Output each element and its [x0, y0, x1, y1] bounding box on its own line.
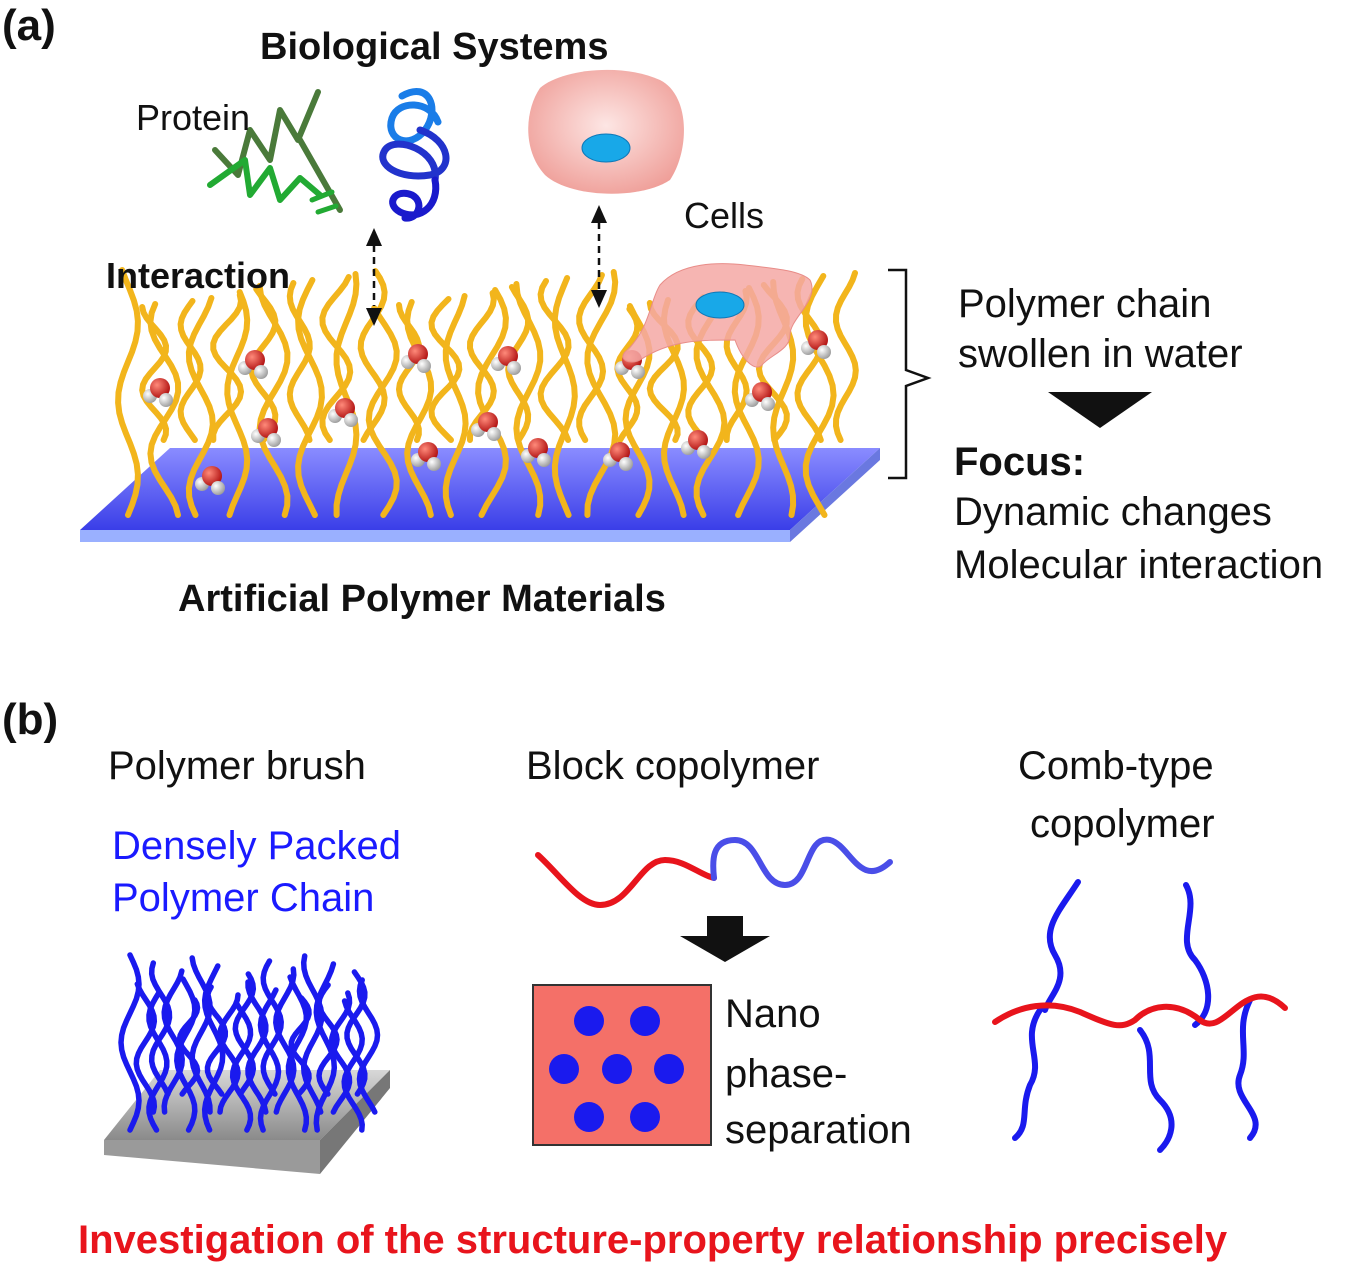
- water-molecule-icon: [401, 344, 431, 373]
- nano-phase-box: [532, 984, 712, 1146]
- polymer-chain: [584, 269, 619, 518]
- focus-item-1: Dynamic changes: [954, 490, 1272, 534]
- brush-subtitle-1: Densely Packed: [112, 824, 402, 868]
- water-molecule-icon: [745, 382, 775, 411]
- polymer-chain: [185, 295, 216, 518]
- brush-title: Polymer brush: [108, 744, 366, 788]
- polymer-chain: [442, 293, 469, 518]
- nano-text-2: phase-: [725, 1052, 848, 1096]
- cells-label: Cells: [684, 195, 765, 236]
- focus-item-2: Molecular interaction: [954, 543, 1324, 587]
- water-molecule-icon: [521, 438, 551, 467]
- interaction-arrow-cell: [591, 205, 607, 308]
- brush-chain: [260, 958, 284, 1097]
- polymer-chain: [551, 275, 578, 518]
- down-arrow-icon: [680, 916, 770, 962]
- polymer-chain: [139, 304, 170, 443]
- brush-chain: [201, 963, 226, 1133]
- water-molecule-icon: [143, 378, 173, 407]
- brush-chain: [189, 955, 213, 1115]
- panel-b-label: (b): [2, 695, 59, 744]
- side-text-1: Polymer chain: [958, 282, 1212, 326]
- protein-green-icon: [207, 89, 343, 215]
- polymer-chain: [286, 280, 313, 443]
- bracket-icon: [888, 268, 932, 480]
- polymer-brush-chains: [118, 952, 381, 1133]
- interaction-label: Interaction: [106, 255, 291, 296]
- side-text-2: swollen in water: [958, 332, 1243, 376]
- polymer-chain: [513, 281, 544, 518]
- polymer-chain: [224, 289, 251, 518]
- focus-heading: Focus:: [954, 440, 1086, 484]
- brush-chain: [285, 974, 310, 1133]
- polymer-chain: [365, 305, 400, 518]
- interaction-arrow-protein: [366, 228, 382, 326]
- polymer-chain: [177, 298, 204, 443]
- brush-chain: [174, 976, 198, 1133]
- comb-copolymer-chains: [992, 879, 1288, 1153]
- brush-chain: [288, 995, 312, 1097]
- footer-conclusion: Investigation of the structure-property …: [78, 1218, 1228, 1262]
- brush-chain: [217, 992, 241, 1115]
- artificial-materials-label: Artificial Polymer Materials: [178, 578, 666, 620]
- polymer-chain: [333, 271, 360, 518]
- polymer-chain: [428, 296, 463, 443]
- brush-chain: [161, 968, 185, 1115]
- block-copolymer-title: Block copolymer: [526, 744, 820, 788]
- water-molecules: [143, 330, 831, 495]
- brush-chain: [146, 989, 170, 1133]
- polymer-chain: [319, 274, 354, 443]
- water-molecule-icon: [328, 398, 358, 427]
- water-molecule-icon: [471, 412, 501, 441]
- floating-cell-icon: [528, 69, 684, 194]
- water-molecule-icon: [195, 466, 225, 495]
- brush-chain: [300, 953, 325, 1115]
- adherent-cell-icon: [622, 263, 813, 368]
- polymer-chain: [210, 292, 245, 443]
- polymer-chain: [256, 283, 291, 518]
- water-molecule-icon: [251, 418, 281, 447]
- brush-chain: [356, 977, 381, 1115]
- polymer-chain: [357, 268, 388, 443]
- nano-text-1: Nano: [725, 992, 821, 1036]
- water-molecule-icon: [603, 442, 633, 471]
- polymer-chain: [147, 301, 182, 518]
- brush-chain: [257, 987, 282, 1133]
- swollen-polymer-chains: [115, 267, 859, 518]
- brush-chain: [118, 952, 142, 1133]
- polymer-chain: [614, 306, 641, 443]
- brush-chain: [341, 998, 365, 1133]
- brush-chain: [245, 979, 269, 1115]
- block-copolymer-chain: [535, 836, 893, 909]
- polymer-chain: [475, 287, 509, 518]
- brush-chain: [344, 969, 368, 1097]
- polymer-chain: [576, 272, 607, 443]
- polymer-chain: [537, 278, 572, 443]
- panel-a-label: (a): [2, 1, 56, 50]
- water-molecule-icon: [238, 350, 268, 379]
- polymer-chain: [832, 270, 859, 443]
- biological-systems-title: Biological Systems: [260, 26, 609, 68]
- water-molecule-icon: [411, 442, 441, 471]
- polymer-chain: [295, 277, 325, 518]
- comb-title-2: copolymer: [1030, 802, 1215, 846]
- water-molecule-icon: [801, 330, 831, 359]
- brush-subtitle-2: Polymer Chain: [112, 876, 375, 920]
- water-molecule-icon: [491, 346, 521, 375]
- comb-title-1: Comb-type: [1018, 744, 1214, 788]
- water-molecule-icon: [681, 430, 711, 459]
- down-triangle-icon: [1048, 392, 1152, 428]
- brush-chain: [313, 961, 338, 1133]
- polymer-chain: [115, 267, 141, 518]
- polymer-chain: [404, 299, 435, 518]
- polymer-chain: [802, 273, 837, 518]
- brush-chain: [229, 1000, 254, 1133]
- brush-chain: [273, 966, 297, 1115]
- nano-text-3: separation: [725, 1108, 912, 1152]
- protein-blue-icon: [379, 88, 450, 222]
- protein-label: Protein: [136, 97, 251, 138]
